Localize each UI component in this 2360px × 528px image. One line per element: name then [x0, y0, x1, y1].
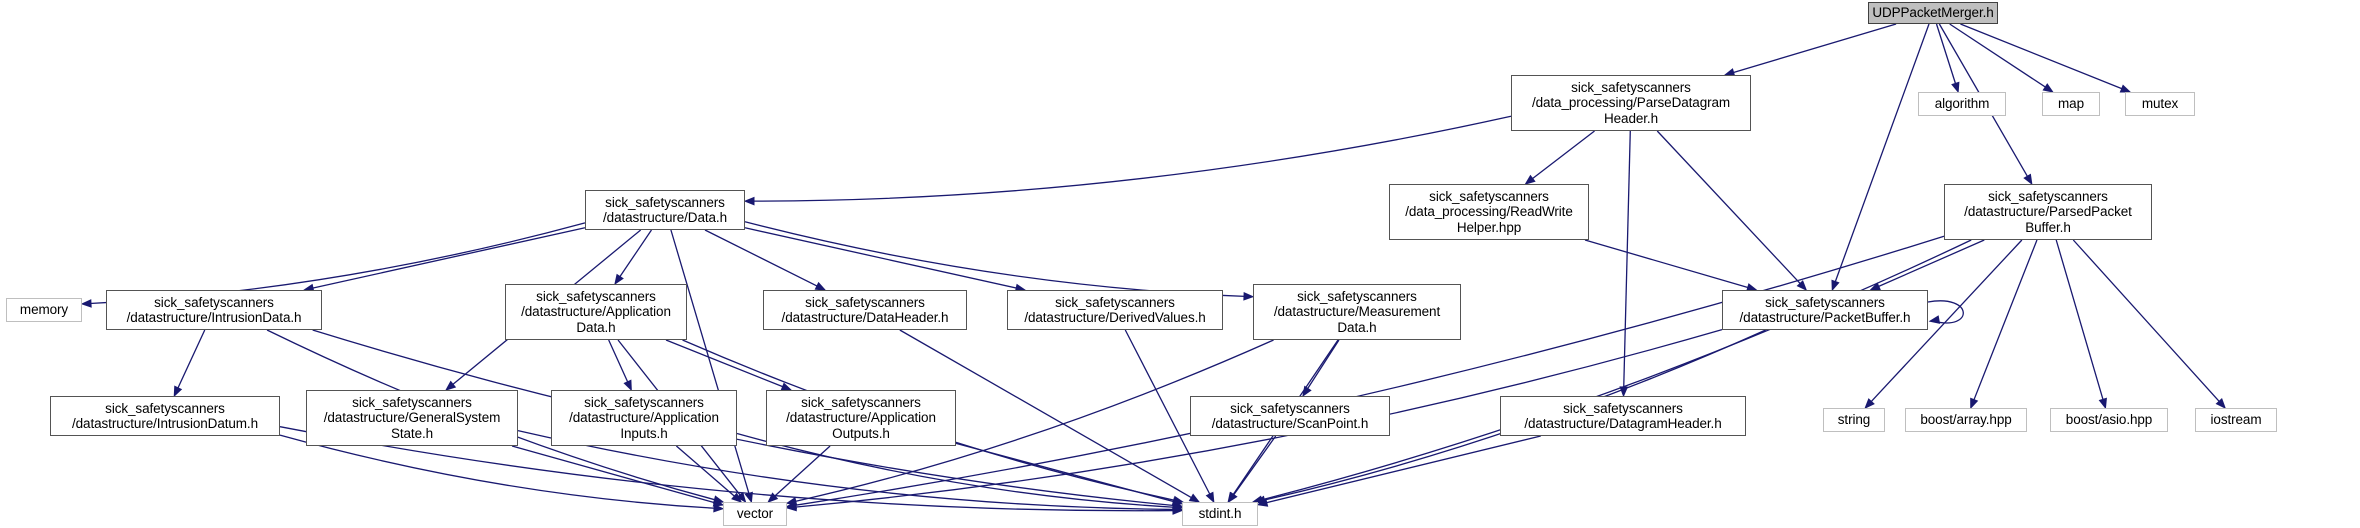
graph-edge-intrusiondata-to-intrusiondatum	[173, 329, 206, 398]
graph-node-applicationoutputs[interactable]: sick_safetyscanners /datastructure/Appli…	[766, 390, 956, 446]
graph-node-algorithm[interactable]: algorithm	[1918, 92, 2006, 116]
graph-edge-generalsystemstate-to-vector	[511, 445, 725, 507]
graph-node-measurementdata[interactable]: sick_safetyscanners /datastructure/Measu…	[1253, 284, 1461, 340]
graph-node-intrusiondata[interactable]: sick_safetyscanners /datastructure/Intru…	[106, 290, 322, 330]
graph-edge-parsedatagramheader-to-data	[743, 115, 1512, 206]
graph-node-parsedpacketbuffer[interactable]: sick_safetyscanners /datastructure/Parse…	[1944, 184, 2152, 240]
graph-node-parsedatagramheader[interactable]: sick_safetyscanners /data_processing/Par…	[1511, 75, 1751, 131]
graph-node-readwritehelper[interactable]: sick_safetyscanners /data_processing/Rea…	[1389, 184, 1589, 240]
graph-edge-parsedpacketbuffer-to-iostream	[2072, 239, 2227, 409]
graph-edge-parsedpacketbuffer-to-boostarray	[1970, 239, 2038, 410]
graph-node-boostasio[interactable]: boost/asio.hpp	[2050, 408, 2168, 432]
arrow-head	[1243, 291, 1255, 301]
graph-edge-parsedpacketbuffer-to-stdint	[1251, 239, 1972, 504]
graph-node-memory[interactable]: memory	[6, 298, 82, 322]
arrow-head	[2098, 397, 2107, 410]
graph-node-data[interactable]: sick_safetyscanners /datastructure/Data.…	[585, 190, 745, 230]
graph-edge-udppacketmerger-to-algorithm	[1935, 23, 1960, 94]
graph-edge-udppacketmerger-to-packetbuffer	[1831, 23, 1930, 292]
graph-edge-data-to-intrusiondata	[302, 227, 586, 293]
arrow-head	[712, 498, 725, 507]
arrow-head	[731, 492, 743, 503]
arrow-head	[785, 502, 797, 512]
arrow-head	[2119, 84, 2132, 93]
graph-edge-derivedvalues-to-stdint	[1124, 329, 1215, 504]
graph-edge-udppacketmerger-to-map	[1949, 23, 2054, 93]
graph-edge-data-to-derivedvalues	[744, 227, 1027, 293]
graph-node-packetbuffer[interactable]: sick_safetyscanners /datastructure/Packe…	[1722, 290, 1928, 330]
arrow-head	[173, 385, 183, 398]
graph-node-map[interactable]: map	[2042, 92, 2100, 116]
graph-edge-parsedatagramheader-to-readwritehelper	[1524, 130, 1595, 185]
graph-edge-datagramheader-to-stdint	[1256, 435, 1541, 507]
arrow-head	[713, 503, 725, 513]
arrow-head	[1869, 282, 1881, 291]
graph-node-datagramheader[interactable]: sick_safetyscanners /datastructure/Datag…	[1500, 396, 1746, 436]
arrow-head	[80, 299, 92, 308]
arrow-head	[2042, 83, 2054, 93]
graph-node-string[interactable]: string	[1823, 408, 1885, 432]
graph-node-udppacketmerger[interactable]: UDPPacketMerger.h	[1868, 2, 1998, 24]
graph-edge-measurementdata-to-vector	[785, 339, 1274, 506]
arrow-head	[1524, 174, 1536, 185]
arrow-head	[785, 496, 798, 506]
arrow-head	[614, 273, 624, 286]
graph-edge-applicationdata-to-applicationinputs	[608, 339, 632, 392]
graph-edge-data-to-dataheader	[704, 229, 827, 291]
graph-edge-applicationoutputs-to-vector	[767, 445, 831, 503]
graph-edge-parsedatagramheader-to-packetbuffer	[1656, 130, 1808, 291]
graph-node-scanpoint[interactable]: sick_safetyscanners /datastructure/ScanP…	[1190, 396, 1390, 436]
graph-edge-applicationinputs-to-stdint	[736, 432, 1184, 512]
arrow-head	[2215, 398, 2227, 409]
graph-edge-readwritehelper-to-packetbuffer	[1584, 239, 1758, 292]
graph-edge-applicationinputs-to-vector	[675, 445, 743, 503]
graph-edge-data-to-applicationdata	[614, 229, 653, 286]
arrow-head	[2023, 173, 2033, 186]
graph-node-derivedvalues[interactable]: sick_safetyscanners /datastructure/Deriv…	[1007, 290, 1223, 330]
graph-node-boostarray[interactable]: boost/array.hpp	[1905, 408, 2027, 432]
graph-node-stdint[interactable]: stdint.h	[1182, 502, 1258, 526]
graph-edge-parsedpacketbuffer-to-boostasio	[2055, 239, 2107, 410]
arrow-head	[1796, 280, 1808, 291]
arrow-head	[736, 491, 747, 504]
graph-edge-intrusiondatum-to-vector	[279, 434, 725, 513]
graph-edge-packetbuffer-to-vector	[785, 329, 1723, 512]
graph-edge-measurementdata-to-scanpoint	[1302, 339, 1340, 398]
arrow-head	[1831, 279, 1840, 292]
arrow-head	[445, 380, 457, 391]
arrow-head	[743, 196, 755, 206]
graph-node-applicationinputs[interactable]: sick_safetyscanners /datastructure/Appli…	[551, 390, 737, 446]
graph-edge-udppacketmerger-to-mutex	[1960, 23, 2132, 93]
arrow-head	[1928, 315, 1941, 324]
arrow-head	[1951, 81, 1960, 94]
graph-node-vector[interactable]: vector	[723, 502, 787, 526]
graph-node-dataheader[interactable]: sick_safetyscanners /datastructure/DataH…	[763, 290, 967, 330]
graph-edge-udppacketmerger-to-parsedatagramheader	[1723, 23, 1897, 77]
graph-node-mutex[interactable]: mutex	[2125, 92, 2195, 116]
graph-edge-data-to-vector	[670, 229, 753, 504]
arrow-head	[1256, 498, 1269, 507]
graph-edge-dataheader-to-stdint	[899, 329, 1201, 503]
graph-edge-scanpoint-to-stdint	[1227, 435, 1277, 504]
arrow-head	[814, 281, 827, 291]
arrow-head	[1864, 398, 1875, 409]
arrow-head	[1205, 491, 1215, 504]
graph-edge-applicationoutputs-to-stdint	[955, 442, 1184, 506]
graph-node-iostream[interactable]: iostream	[2195, 408, 2277, 432]
graph-edge-parsedpacketbuffer-to-vector	[785, 235, 1945, 510]
graph-node-intrusiondatum[interactable]: sick_safetyscanners /datastructure/Intru…	[50, 396, 280, 436]
arrow-head	[1970, 397, 1979, 410]
graph-edge-applicationdata-to-applicationoutputs	[665, 339, 793, 391]
arrow-head	[1227, 491, 1238, 504]
graph-edge-parsedpacketbuffer-to-packetbuffer	[1869, 239, 1985, 291]
graph-node-applicationdata[interactable]: sick_safetyscanners /datastructure/Appli…	[505, 284, 687, 340]
graph-node-generalsystemstate[interactable]: sick_safetyscanners /datastructure/Gener…	[306, 390, 518, 446]
arrow-head	[1172, 502, 1184, 512]
arrow-head	[767, 492, 779, 503]
graph-edge-packetbuffer-to-packetbuffer	[1927, 300, 1964, 324]
arrow-head	[623, 379, 632, 392]
arrow-head	[1171, 497, 1184, 506]
arrow-head	[1188, 493, 1201, 503]
